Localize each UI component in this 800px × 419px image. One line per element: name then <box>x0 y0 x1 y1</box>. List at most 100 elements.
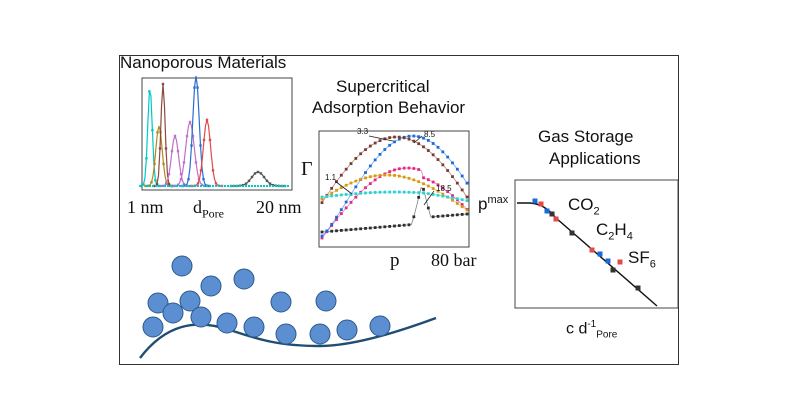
gas-data-point <box>605 258 611 264</box>
psd-baseline-marker <box>275 185 277 187</box>
psd-marker <box>182 161 186 164</box>
psd-marker <box>142 183 145 186</box>
psd-marker <box>205 118 209 122</box>
psd-marker <box>250 175 254 179</box>
isotherm-line <box>321 186 468 233</box>
pore-size-distribution-panel <box>139 75 293 191</box>
isotherm-line <box>321 135 468 237</box>
gas-storage-frame <box>514 179 679 309</box>
adsorbed-molecule <box>216 312 238 334</box>
psd-baseline-marker <box>215 185 217 187</box>
psd-marker <box>202 177 205 181</box>
adsorbed-molecule <box>162 302 184 324</box>
psd-baseline-marker <box>242 185 244 187</box>
psd-baseline-marker <box>191 185 193 187</box>
psd-marker <box>179 172 183 176</box>
psd-baseline-marker <box>221 185 223 187</box>
psd-marker <box>164 182 168 186</box>
psd-marker <box>188 120 192 124</box>
psd-marker <box>200 183 204 187</box>
psd-marker <box>244 182 248 185</box>
adsorbed-molecule <box>369 315 391 337</box>
isotherm-line <box>321 167 468 239</box>
pore-surface-curve <box>139 316 437 359</box>
psd-marker <box>256 170 260 174</box>
gas-data-point <box>544 208 550 214</box>
psd-baseline-marker <box>164 185 166 187</box>
gas-data-point <box>610 267 616 273</box>
psd-marker <box>253 172 257 175</box>
isotherm-label-3-3: 3.3 <box>357 127 369 136</box>
gas-data-point <box>549 211 555 217</box>
gas-storage-panel <box>514 179 679 309</box>
adsorption-title-line2: Adsorption Behavior <box>312 98 466 117</box>
adsorbed-molecule <box>200 275 222 297</box>
psd-marker <box>182 182 186 186</box>
psd-baseline-marker <box>266 185 268 187</box>
adsorbed-molecule <box>142 316 164 338</box>
psd-baseline-marker <box>176 185 178 187</box>
psd-marker <box>151 128 154 132</box>
psd-baseline-marker <box>263 185 265 187</box>
psd-baseline-marker <box>170 185 172 187</box>
psd-marker <box>139 184 142 188</box>
isotherm-line <box>321 191 468 201</box>
psd-marker <box>202 138 206 142</box>
psd-baseline-marker <box>194 185 196 187</box>
psd-marker <box>164 147 168 150</box>
psd-marker <box>176 149 180 153</box>
adsorbed-molecule <box>179 290 201 312</box>
adsorption-x-end-label: 80 bar <box>431 250 477 270</box>
isotherm-line <box>321 136 468 203</box>
title-nanoporous-materials: Nanoporous Materials <box>120 53 287 72</box>
gas-data-point <box>617 259 623 265</box>
psd-marker <box>196 86 199 89</box>
psd-baseline-marker <box>239 185 241 187</box>
psd-baseline-marker <box>206 185 208 187</box>
psd-baseline-marker <box>212 185 214 187</box>
psd-baseline-marker <box>254 185 256 187</box>
psd-marker <box>168 184 171 187</box>
psd-marker <box>148 90 151 93</box>
leader-line-8-5 <box>413 135 423 144</box>
gas-data-points <box>532 198 641 291</box>
psd-baseline-marker <box>173 185 175 187</box>
gas-storage-y-label: pmax <box>478 194 509 214</box>
gas-data-point <box>538 201 544 207</box>
psd-marker <box>147 184 150 187</box>
gas-storage-title-line2: Applications <box>549 149 641 168</box>
psd-x-end-label: 20 nm <box>256 197 302 217</box>
psd-marker <box>156 131 159 134</box>
psd-baseline-marker <box>158 185 160 187</box>
adsorbed-molecule <box>243 316 265 338</box>
psd-marker <box>211 169 215 172</box>
gas-label-sf6: SF6 <box>628 248 656 271</box>
isotherm-label-18-5: 18.5 <box>436 184 452 193</box>
psd-marker <box>208 138 212 142</box>
adsorbed-molecule <box>190 306 212 328</box>
psd-marker <box>173 134 177 138</box>
psd-baseline-marker <box>230 185 232 187</box>
psd-baseline-marker <box>155 185 157 187</box>
gas-storage-x-label: c d-1Pore <box>566 319 618 341</box>
psd-baseline-marker <box>248 185 250 187</box>
adsorbed-molecule <box>270 291 292 313</box>
psd-marker <box>153 162 156 166</box>
adsorbed-molecule <box>309 323 331 345</box>
gas-data-point <box>553 216 559 222</box>
psd-baseline-marker <box>251 185 253 187</box>
adsorbed-molecule <box>171 255 193 277</box>
psd-marker <box>247 179 251 183</box>
gas-data-point <box>569 230 575 236</box>
psd-baseline-marker <box>272 185 274 187</box>
psd-baseline-marker <box>146 185 148 187</box>
gas-label-co2: CO2 <box>568 195 600 218</box>
psd-baseline-marker <box>287 185 289 187</box>
psd-x-axis-label: dPore <box>193 197 224 221</box>
leader-line-18-5 <box>423 190 435 206</box>
psd-marker <box>145 157 148 160</box>
psd-baseline-marker <box>200 185 202 187</box>
psd-peak <box>182 75 210 187</box>
psd-baseline-marker <box>227 185 229 187</box>
